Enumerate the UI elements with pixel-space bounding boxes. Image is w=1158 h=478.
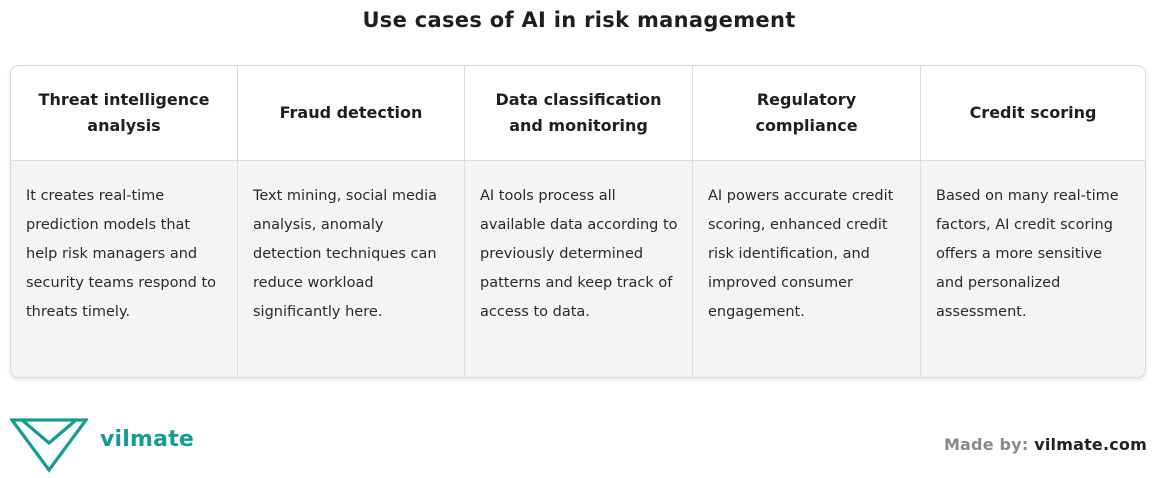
page-title: Use cases of AI in risk management	[362, 8, 796, 32]
header-line: and monitoring	[509, 116, 648, 135]
column-header-fraud-detection: Fraud detection	[238, 66, 465, 161]
column-header-threat-intelligence: Threat intelligence analysis	[11, 66, 238, 161]
made-by-credit: Made by: vilmate.com	[944, 435, 1147, 454]
cell-fraud-detection: Text mining, social media analysis, anom…	[238, 161, 465, 377]
use-cases-table: Threat intelligence analysis Fraud detec…	[10, 65, 1146, 378]
column-header-credit-scoring: Credit scoring	[921, 66, 1145, 161]
header-line: Fraud detection	[279, 103, 423, 122]
column-header-data-classification: Data classification and monitoring	[465, 66, 693, 161]
cell-data-classification: AI tools process all available data acco…	[465, 161, 693, 377]
header-line: compliance	[755, 116, 858, 135]
brand-name: vilmate	[100, 426, 195, 452]
cell-credit-scoring: Based on many real-time factors, AI cred…	[921, 161, 1145, 377]
header-line: Credit scoring	[969, 103, 1097, 122]
envelope-chevron-icon	[10, 418, 88, 473]
made-by-label: Made by:	[943, 435, 1029, 454]
header-line: Regulatory	[756, 90, 857, 109]
made-by-site: vilmate.com	[1034, 435, 1147, 454]
brand-logo: vilmate	[10, 417, 194, 473]
header-line: Threat intelligence	[38, 90, 210, 109]
column-header-regulatory-compliance: Regulatory compliance	[693, 66, 921, 161]
header-line: Data classification	[495, 90, 662, 109]
cell-regulatory-compliance: AI powers accurate credit scoring, enhan…	[693, 161, 921, 377]
cell-threat-intelligence: It creates real-time prediction models t…	[11, 161, 238, 377]
header-line: analysis	[87, 116, 161, 135]
